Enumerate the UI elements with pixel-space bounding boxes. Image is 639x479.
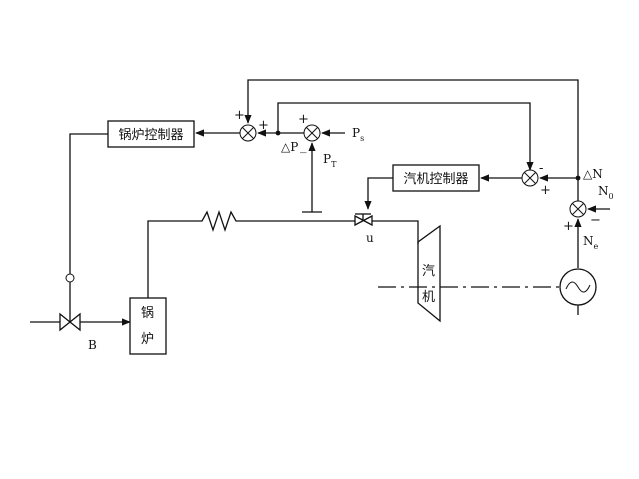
turbine-label-2: 机	[422, 290, 435, 305]
signal-pt-label: PT	[323, 152, 337, 169]
steam-line-boiler-to-valve	[147, 209, 355, 298]
boiler-label-1: 锅	[141, 305, 154, 321]
sign-plus-junction1-top: +	[234, 108, 245, 123]
valve-u-label: u	[366, 231, 374, 245]
sign-plus-junction3: +	[540, 183, 551, 198]
signal-ne-label: Ne	[583, 234, 599, 251]
sign-minus-junction4: −	[590, 213, 601, 228]
line-turbine-controller-to-valve	[364, 177, 393, 210]
sign-plus-junction1-right: +	[258, 118, 269, 133]
sign-plus-junction2: +	[298, 112, 309, 127]
outer-feedback-loop	[244, 79, 579, 176]
signal-n0-label: N0	[598, 184, 614, 201]
generator-symbol	[559, 268, 597, 306]
boiler-label-2: 炉	[141, 332, 154, 347]
summing-junction-speed	[569, 200, 587, 218]
steam-line-valve-to-turbine	[372, 220, 419, 244]
branch-dot-dn	[575, 175, 581, 181]
sign-plus-junction4: +	[563, 219, 574, 234]
branch-dot-dp	[275, 130, 281, 136]
summing-junction-turbine	[521, 169, 539, 187]
signal-ps-label: Ps	[352, 126, 364, 143]
boiler-block	[129, 297, 167, 355]
valve-b-label: B	[88, 338, 97, 352]
inner-feedback-loop	[277, 102, 534, 171]
turbine-controller-label: 汽机控制器	[403, 172, 468, 187]
turbine-symbol	[417, 224, 441, 323]
sign-minus-junction3: -	[539, 161, 543, 176]
turbine-label-1: 汽	[422, 264, 435, 279]
turbine-valve-u	[354, 213, 373, 227]
sign-minus-junction2: _	[300, 139, 307, 154]
line-boiler-controller-to-valve-b	[69, 133, 108, 274]
boiler-controller-label: 锅炉控制器	[118, 127, 183, 143]
fuel-valve-b	[59, 273, 81, 332]
signal-dn-label: △N	[583, 167, 603, 181]
boiler-controller-block	[107, 120, 195, 148]
summing-junction-boiler	[239, 124, 257, 142]
summing-junction-pressure	[303, 124, 321, 142]
signal-dp-label: △P	[281, 140, 298, 154]
